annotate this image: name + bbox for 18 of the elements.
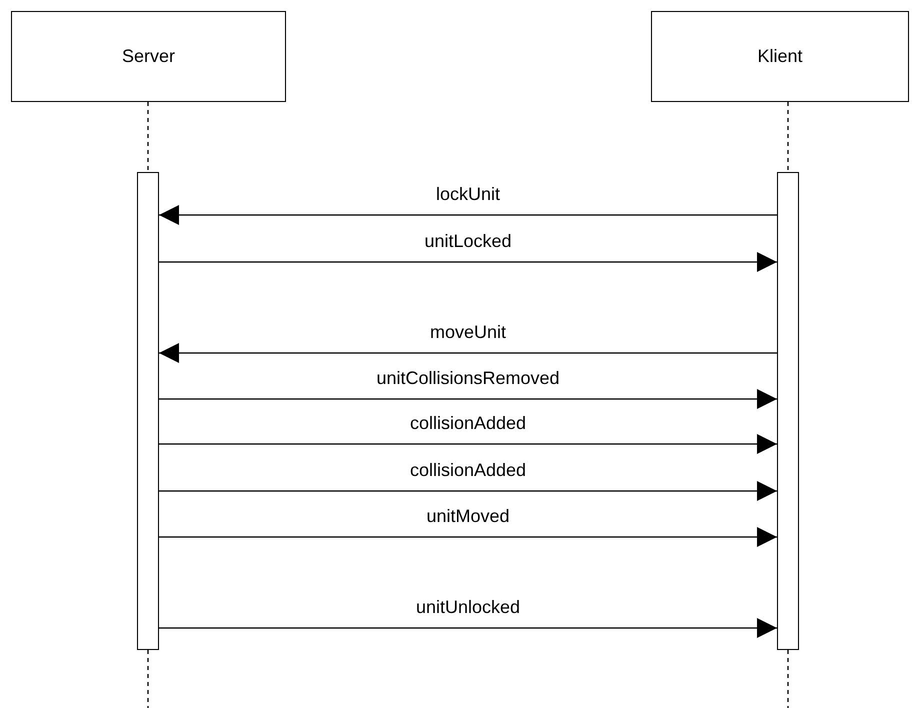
participant-label: Server bbox=[122, 46, 175, 67]
lifeline bbox=[147, 102, 149, 172]
lifeline bbox=[787, 102, 789, 172]
lifeline bbox=[147, 650, 149, 708]
lifeline bbox=[787, 650, 789, 708]
message-arrow bbox=[159, 205, 777, 225]
participant-box bbox=[651, 11, 909, 102]
message-arrow bbox=[159, 527, 777, 547]
participant-box bbox=[11, 11, 286, 102]
message-arrow bbox=[159, 434, 777, 454]
message-arrow bbox=[159, 618, 777, 638]
message-arrow bbox=[159, 481, 777, 501]
message-arrow bbox=[159, 252, 777, 272]
activation-bar bbox=[777, 172, 799, 650]
activation-bar bbox=[137, 172, 159, 650]
message-arrow bbox=[159, 343, 777, 363]
message-arrow bbox=[159, 389, 777, 409]
participant-label: Klient bbox=[757, 46, 803, 67]
